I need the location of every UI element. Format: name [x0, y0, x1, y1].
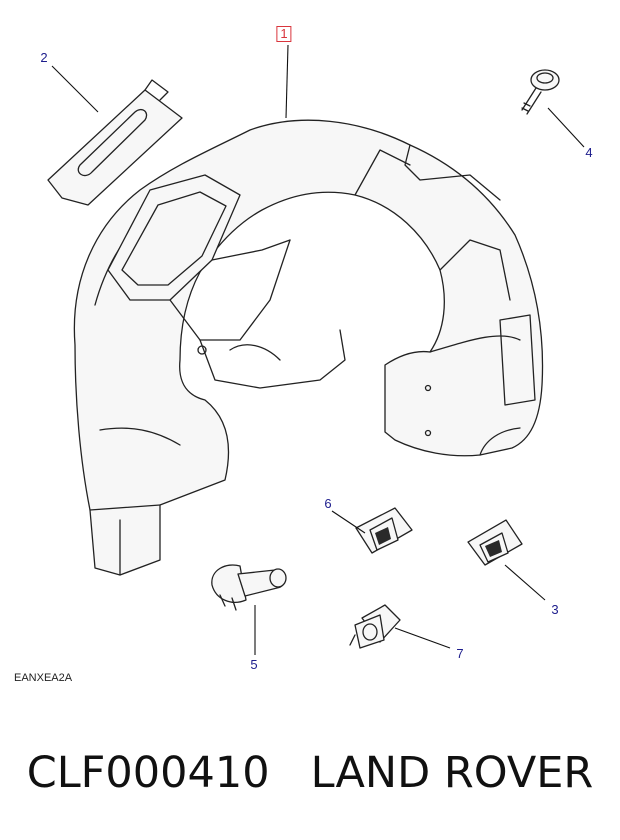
callout-5[interactable]: 5: [250, 657, 258, 672]
callout-7[interactable]: 7: [456, 646, 464, 661]
parts-diagram: [47, 44, 585, 655]
callout-3[interactable]: 3: [551, 602, 559, 617]
diagram-reference-code: EANXEA2A: [14, 672, 73, 684]
cover-plate: [47, 79, 183, 206]
wheel-arch-liner: [73, 119, 544, 576]
callout-1[interactable]: 1: [276, 26, 292, 42]
caption: CLF000410 LAND ROVER: [0, 748, 620, 798]
callout-6[interactable]: 6: [324, 496, 332, 511]
part-number: CLF000410: [26, 748, 270, 798]
callout-2[interactable]: 2: [40, 50, 48, 65]
callout-4[interactable]: 4: [585, 145, 593, 160]
clip-6: [355, 507, 413, 554]
brand-name: LAND ROVER: [310, 748, 594, 798]
screw: [521, 69, 560, 115]
clip-3: [467, 519, 523, 566]
leader-lines: [51, 44, 585, 655]
nut-retainer: [349, 604, 401, 649]
push-rivet: [211, 564, 287, 611]
